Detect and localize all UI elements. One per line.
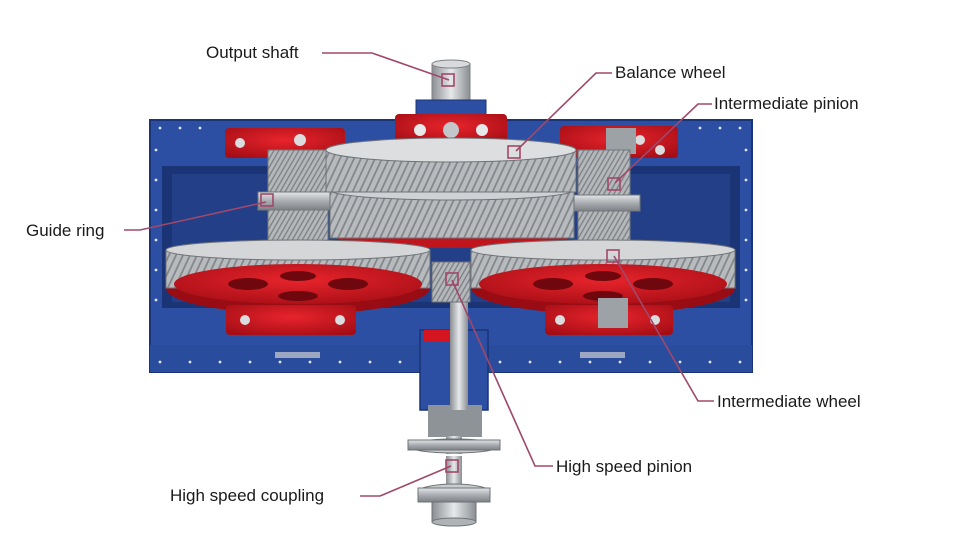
leader-guide-ring: [124, 201, 267, 231]
output-shaft-part: [395, 59, 507, 144]
right-intermediate-wheel: [470, 239, 736, 314]
leader-intermediate-pinion: [614, 103, 712, 184]
leader-intermediate-wheel: [613, 255, 714, 402]
label-high-speed-pinion: High speed pinion: [556, 457, 693, 476]
input-shaft-housing: [419, 300, 489, 437]
marker-guide-ring: [260, 193, 274, 207]
marker-balance-wheel: [507, 145, 521, 159]
leader-output-shaft: [322, 52, 450, 81]
marker-high-speed-coupling: [445, 459, 459, 473]
bottom-bearing-caps: [226, 298, 673, 335]
marker-intermediate-pinion: [607, 177, 621, 191]
balance-wheel-part: [325, 137, 577, 248]
label-balance-wheel: Balance wheel: [615, 63, 726, 82]
marker-high-speed-pinion: [445, 272, 459, 286]
left-intermediate-wheel: [165, 239, 431, 314]
leader-high-speed-coupling: [360, 465, 452, 497]
label-guide-ring: Guide ring: [26, 221, 105, 240]
label-intermediate-pinion: Intermediate pinion: [714, 94, 859, 113]
leader-balance-wheel: [515, 72, 612, 152]
label-intermediate-wheel: Intermediate wheel: [717, 392, 861, 411]
marker-output-shaft: [441, 73, 455, 87]
label-high-speed-coupling: High speed coupling: [170, 486, 325, 505]
label-output-shaft: Output shaft: [206, 43, 299, 62]
marker-intermediate-wheel: [606, 249, 620, 263]
center-pinion: [431, 261, 471, 303]
leader-lines: [124, 52, 714, 497]
high-speed-coupling-part: [407, 436, 501, 527]
leader-high-speed-pinion: [451, 279, 553, 467]
